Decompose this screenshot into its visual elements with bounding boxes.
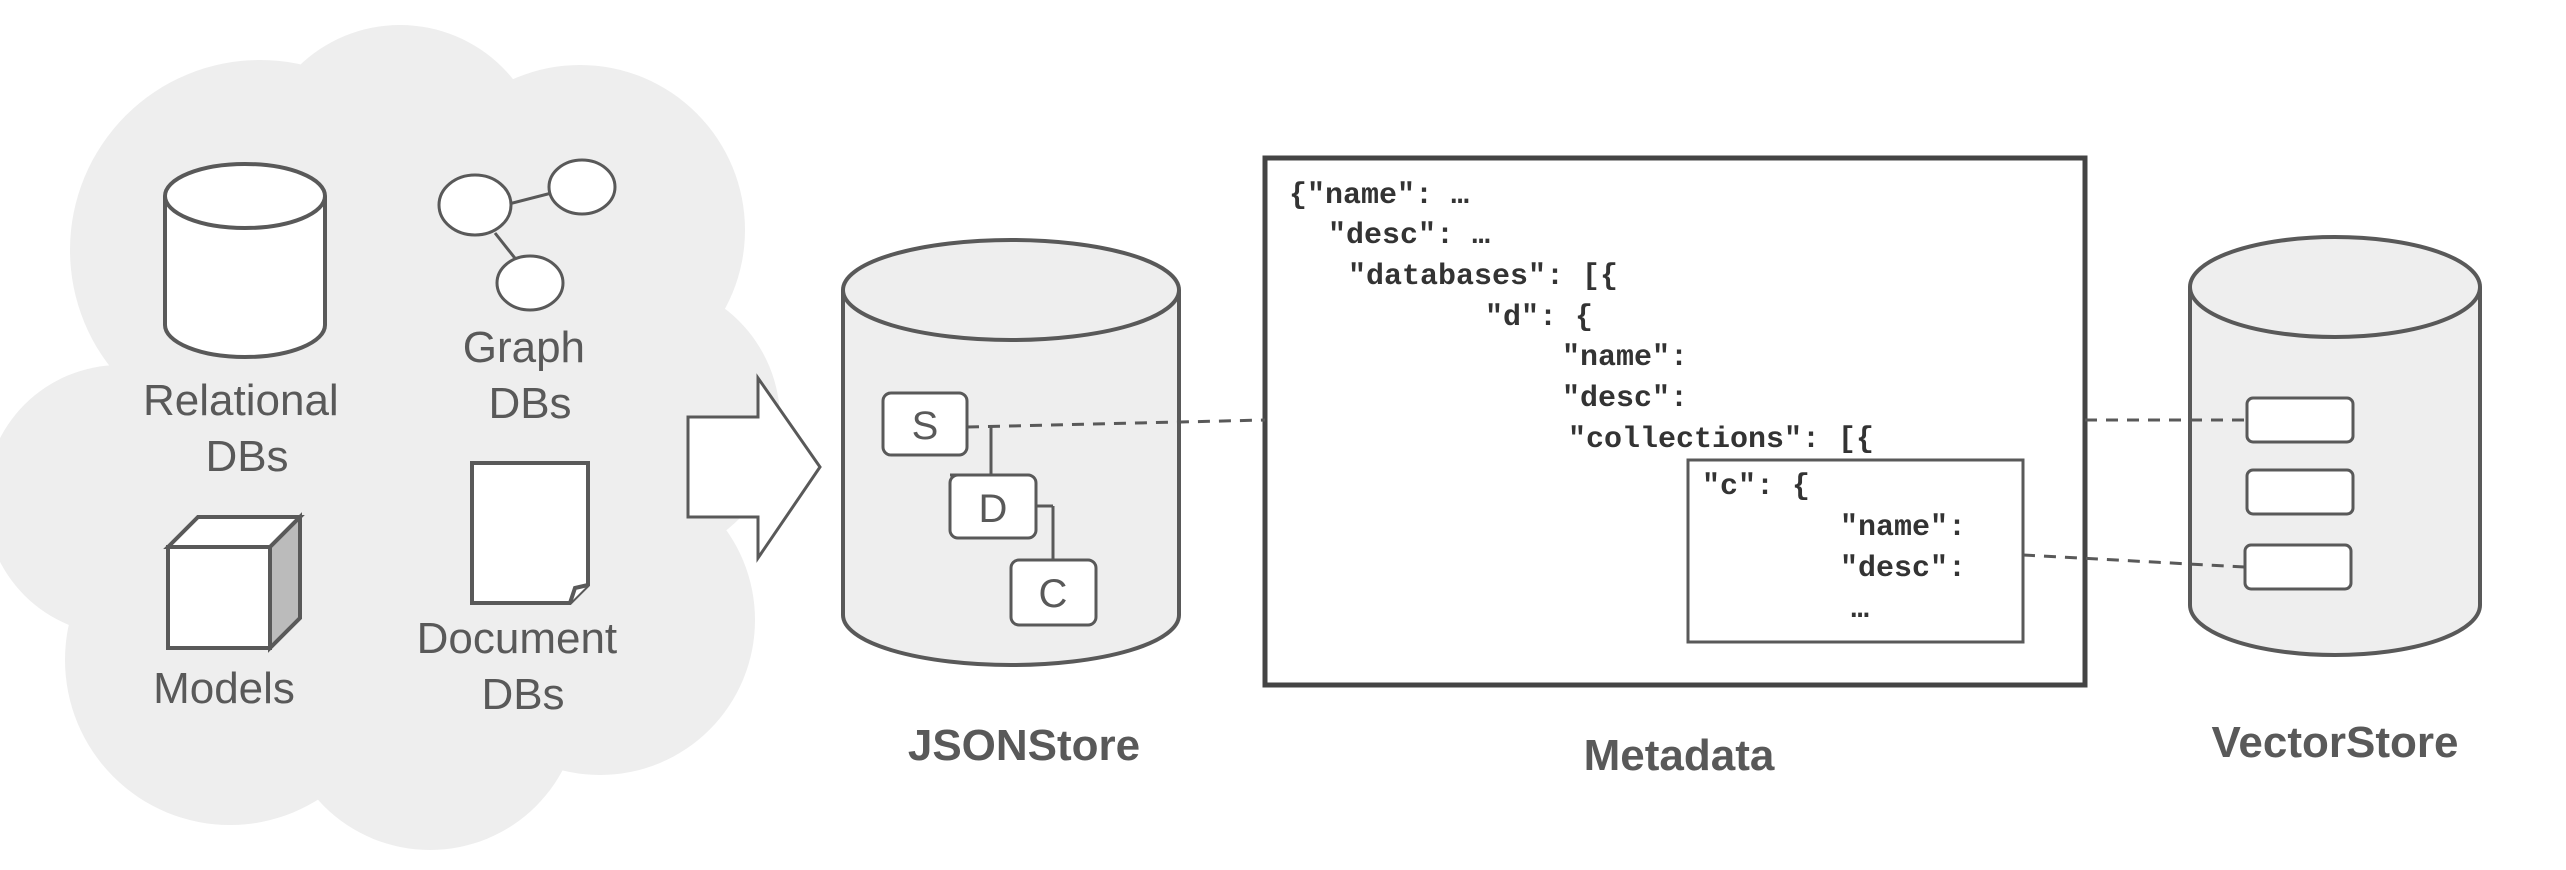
vector-slot-2	[2245, 468, 2355, 516]
graph-db-label: Graph DBs	[463, 323, 598, 428]
collection-json-text: "c": { "name": "desc": …	[1702, 470, 1984, 627]
tree-node-d: D	[948, 473, 1038, 540]
collection-line-desc: "desc":	[1840, 552, 1966, 586]
graph-db-label-line2: DBs	[488, 379, 571, 428]
relational-db-icon	[163, 162, 327, 359]
vector-slot-3	[2243, 543, 2353, 591]
metadata-title: Metadata	[1584, 731, 1775, 780]
document-db-icon	[470, 461, 590, 605]
collection-line-c: "c": {	[1702, 470, 1810, 504]
metadata-line-d-name: "name":	[1562, 341, 1688, 375]
tree-node-s: S	[881, 391, 969, 457]
metadata-line-databases: "databases": [{	[1348, 260, 1618, 294]
metadata-line-d-desc: "desc":	[1562, 382, 1688, 416]
model-cube-icon	[163, 512, 305, 653]
document-db-label: Document DBs	[417, 614, 630, 719]
tree-node-c-label: C	[1039, 572, 1068, 616]
relational-db-label: Relational DBs	[143, 376, 351, 481]
vector-slot-1	[2245, 396, 2355, 444]
tree-node-d-label: D	[979, 487, 1008, 531]
document-db-label-line2: DBs	[481, 670, 564, 719]
models-label: Models	[153, 664, 295, 713]
metadata-line-desc: "desc": …	[1328, 219, 1490, 253]
metadata-box	[1262, 155, 2088, 688]
tree-node-s-label: S	[912, 404, 939, 448]
relational-db-label-line1: Relational	[143, 376, 339, 425]
metadata-line-collections: "collections": [{	[1568, 423, 1874, 457]
vectorstore-title: VectorStore	[2212, 718, 2459, 767]
jsonstore-title: JSONStore	[908, 721, 1140, 770]
tree-node-c: C	[1009, 558, 1098, 627]
document-db-label-line1: Document	[417, 614, 618, 663]
graph-db-icon	[437, 158, 617, 312]
metadata-line-d: "d": {	[1485, 301, 1593, 335]
models-label-line1: Models	[153, 664, 295, 713]
data-sources-cloud	[0, 25, 780, 850]
metadata-line-name: {"name": …	[1289, 179, 1469, 213]
collection-line-ellipsis: …	[1851, 593, 1869, 627]
vectorstore-cylinder	[2188, 235, 2482, 657]
connector-collection-to-vector	[2022, 553, 2246, 569]
collection-line-name: "name":	[1840, 511, 1966, 545]
graph-db-label-line1: Graph	[463, 323, 585, 372]
relational-db-label-line2: DBs	[205, 432, 288, 481]
connector-s-to-metadata	[966, 418, 1266, 429]
metadata-json-text: {"name": … "desc": … "databases": [{ "d"…	[0, 0, 1928, 457]
collection-box	[1686, 458, 2025, 644]
dashed-connectors	[966, 418, 2247, 569]
ingest-arrow	[686, 373, 822, 563]
